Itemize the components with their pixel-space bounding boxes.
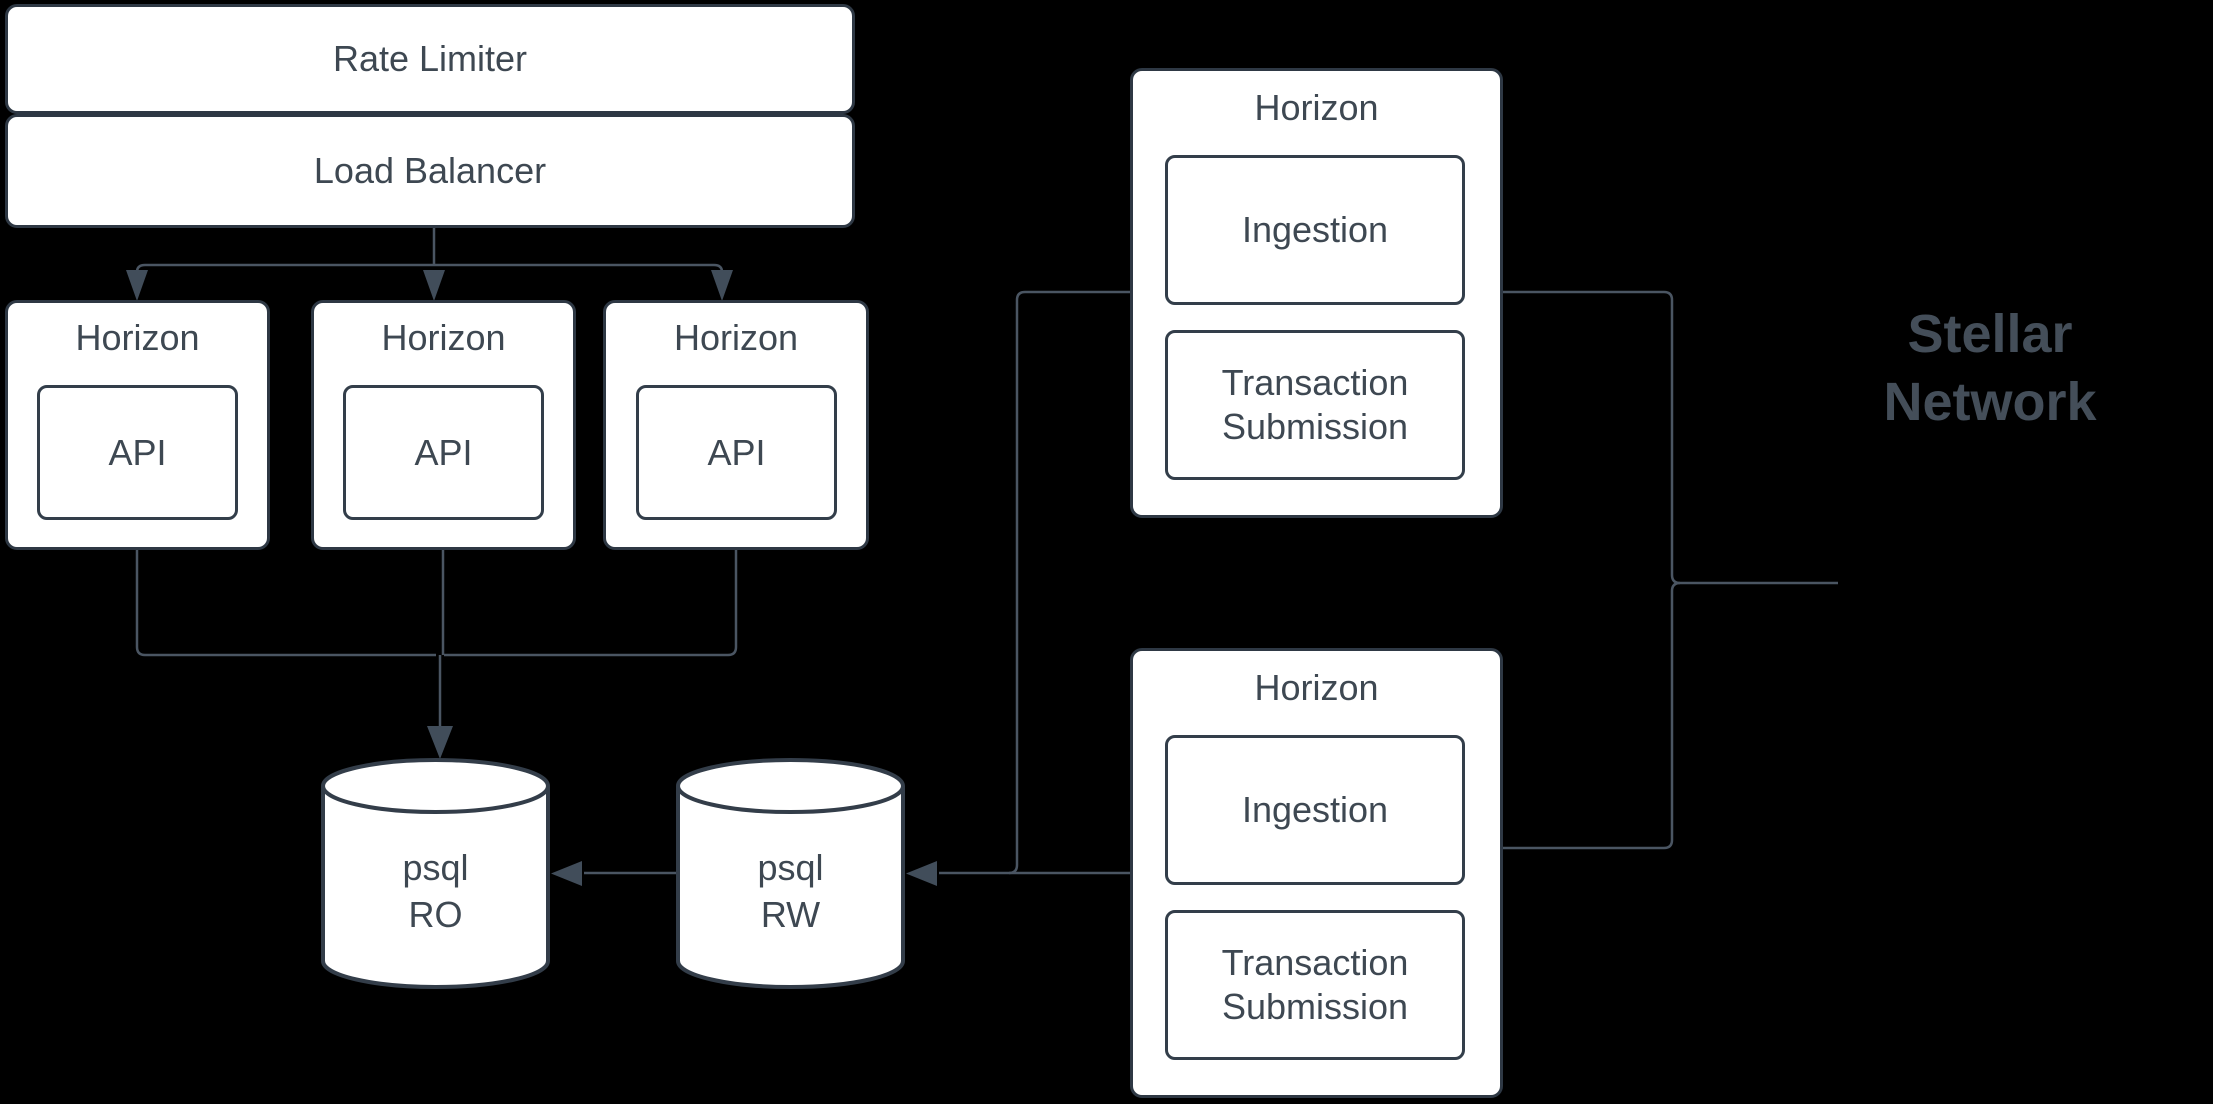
ingestion-subnode-bottom: Ingestion: [1165, 735, 1465, 885]
horizon-ingest-node-bottom-title: Horizon: [1254, 667, 1379, 708]
database-ro-cylinder: [321, 786, 550, 989]
edges: [135, 228, 1838, 875]
database-ro-label: psql RO: [402, 847, 469, 935]
arrowheads: [126, 270, 937, 886]
edge-horizon-top-to-rw: [1008, 290, 1130, 875]
database-rw-cylinder-top: [676, 758, 905, 814]
api-subnode-1: API: [37, 385, 238, 520]
transaction-submission-subnode-bottom-label: Transaction Submission: [1221, 942, 1409, 1027]
ingestion-subnode-top-label: Ingestion: [1241, 209, 1389, 250]
edge-api1-merge: [135, 550, 436, 657]
horizon-api-node-1-title: Horizon: [75, 317, 200, 358]
transaction-submission-subnode-bottom: Transaction Submission: [1165, 910, 1465, 1060]
arrowhead-down-ro: [427, 726, 453, 759]
api-subnode-3: API: [636, 385, 837, 520]
api-subnode-2: API: [343, 385, 544, 520]
api-subnode-2-label: API: [414, 431, 473, 473]
horizon-api-node-2-title: Horizon: [381, 317, 506, 358]
database-ro-cylinder-top: [321, 758, 550, 814]
load-balancer-node: [5, 114, 855, 228]
database-rw-cylinder: [676, 786, 905, 989]
rate-limiter-node: [5, 4, 855, 114]
edge-horizon-top-to-network: [1503, 290, 1838, 585]
arrowhead-left-ro: [551, 861, 582, 886]
database-shapes: [321, 758, 905, 989]
edge-loadbalancer-split: [135, 263, 724, 273]
database-rw-label: psql RW: [757, 847, 824, 935]
horizon-api-node-3-title: Horizon: [673, 317, 799, 358]
api-subnode-1-label: API: [108, 431, 167, 473]
arrowhead-down-api1: [126, 270, 148, 301]
edge-horizon-bottom-to-network: [1503, 581, 1681, 850]
ingestion-subnode-top: Ingestion: [1165, 155, 1465, 305]
horizon-ingest-node-top-title: Horizon: [1254, 87, 1379, 128]
edge-api3-merge: [444, 550, 738, 657]
ingestion-subnode-bottom-label: Ingestion: [1241, 789, 1389, 830]
arrowhead-down-api2: [423, 270, 445, 301]
rate-limiter-label: Rate Limiter: [332, 38, 528, 79]
stellar-network-label: Stellar Network: [1883, 304, 2097, 432]
api-subnode-3-label: API: [707, 431, 766, 473]
arrowhead-left-rw: [906, 861, 937, 886]
arrowhead-down-api3: [711, 270, 733, 301]
load-balancer-label: Load Balancer: [313, 150, 547, 191]
transaction-submission-subnode-top-label: Transaction Submission: [1221, 362, 1409, 447]
transaction-submission-subnode-top: Transaction Submission: [1165, 330, 1465, 480]
